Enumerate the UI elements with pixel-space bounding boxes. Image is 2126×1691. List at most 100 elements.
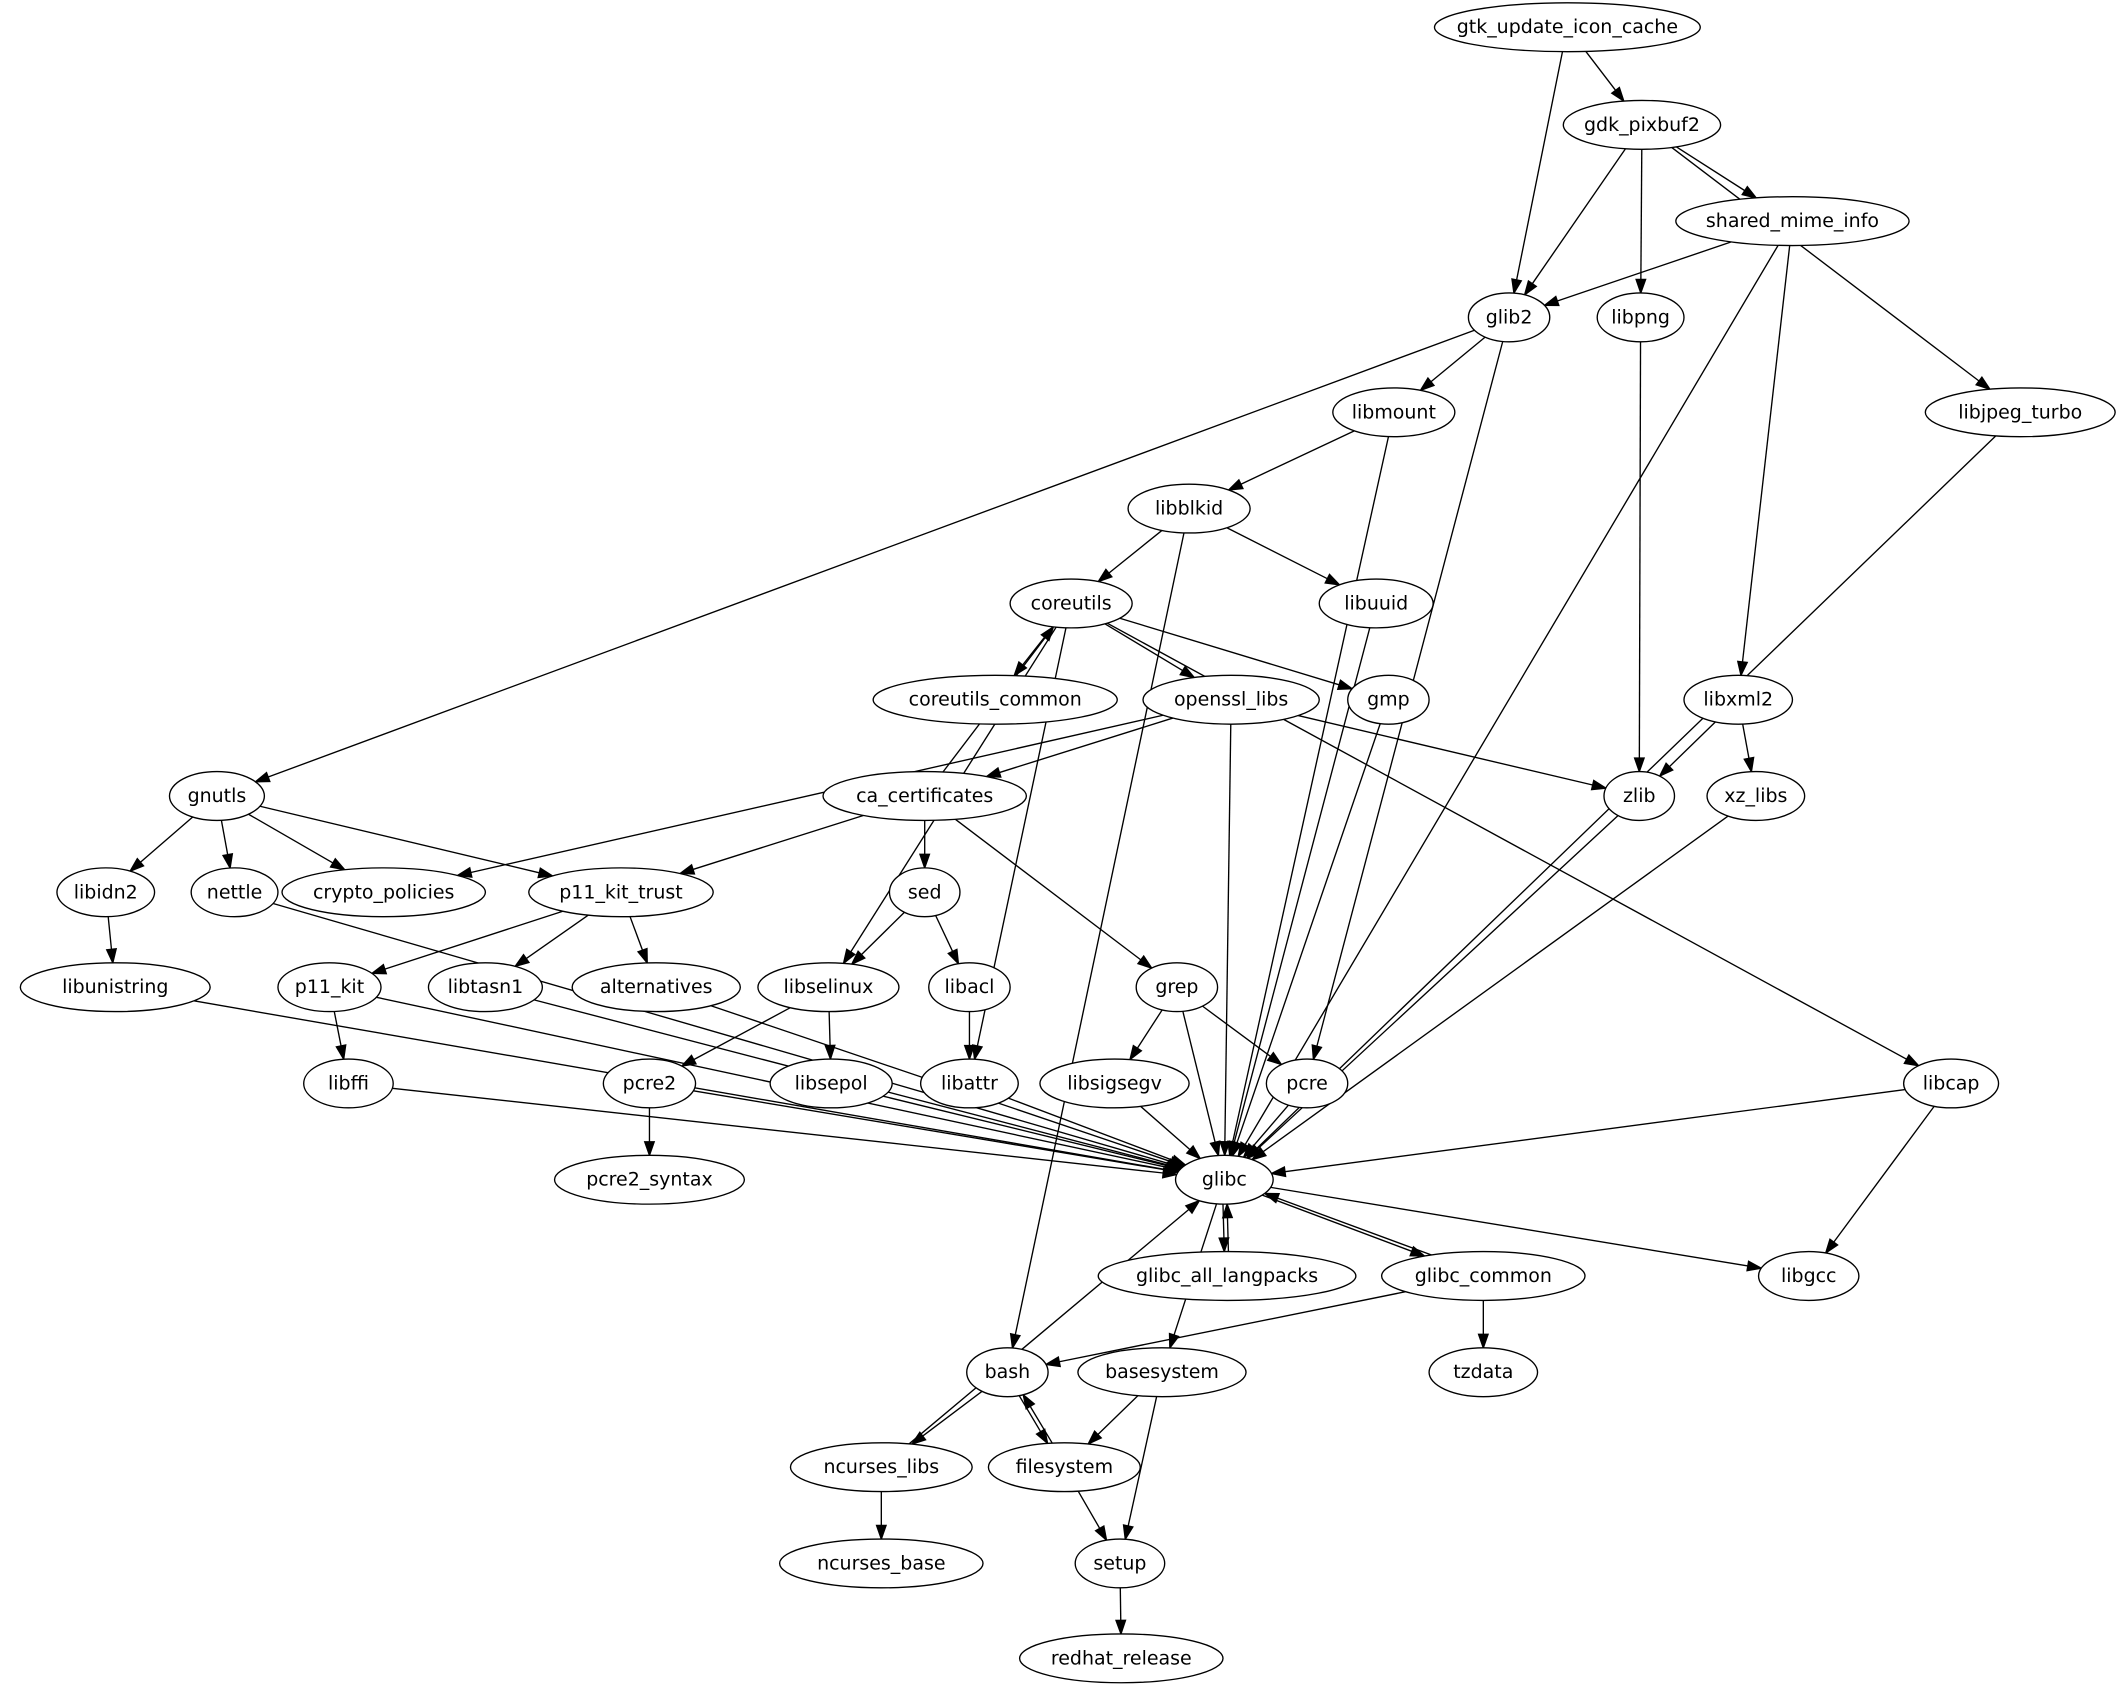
edge-line — [1557, 241, 1732, 302]
edge-line — [248, 813, 334, 864]
arrowhead-icon — [1635, 278, 1647, 296]
edge-line — [1515, 51, 1564, 280]
node-filesystem: filesystem — [987, 1442, 1141, 1493]
arrowhead-icon — [1115, 1619, 1127, 1636]
edge-line — [1226, 527, 1328, 580]
node-label: openssl_libs — [1174, 689, 1288, 711]
edge-p11_kit-to-libffi — [333, 1011, 347, 1062]
edge-openssl_libs-to-zlib — [1298, 714, 1608, 791]
arrowhead-icon — [1209, 1140, 1221, 1158]
edge-bash-to-filesystem — [1018, 1395, 1049, 1446]
node-ellipse — [281, 867, 487, 918]
edge-line — [1671, 146, 1980, 382]
node-label: nettle — [207, 881, 263, 903]
edge-line — [935, 915, 954, 952]
node-ellipse — [19, 962, 211, 1013]
edge-line — [1104, 623, 1184, 672]
node-label: pcre — [1286, 1072, 1328, 1094]
node-ellipse — [1018, 1633, 1224, 1684]
edge-glibc-to-libgcc — [1270, 1186, 1764, 1272]
edge-gtk_update_icon_cache-to-glib2 — [1511, 51, 1564, 296]
arrowhead-icon — [1658, 762, 1674, 778]
node-label: tzdata — [1453, 1361, 1513, 1383]
edge-line — [470, 714, 1164, 874]
node-ca_certificates: ca_certificates — [822, 770, 1028, 822]
node-ellipse — [1683, 674, 1794, 725]
arrowhead-icon — [1511, 278, 1523, 296]
arrowhead-icon — [910, 1431, 927, 1446]
edge-line — [1119, 617, 1340, 686]
arrowhead-icon — [1221, 1202, 1234, 1219]
node-libxml2: libxml2 — [1683, 674, 1794, 725]
edge-line — [1222, 1204, 1225, 1239]
edge-ncurses_libs-to-glibc — [908, 1199, 1201, 1445]
edge-line — [1298, 714, 1593, 786]
node-label: glibc_common — [1415, 1265, 1552, 1287]
node-ellipse — [427, 962, 544, 1013]
edge-glibc-to-glibc_common — [1262, 1194, 1427, 1257]
edge-p11_kit_trust-to-alternatives — [629, 916, 648, 965]
edge-line — [1018, 1395, 1042, 1433]
edge-libattr-to-glibc — [1008, 1097, 1188, 1166]
node-ellipse — [553, 1154, 746, 1205]
edge-gnutls-to-nettle — [220, 820, 234, 871]
arrowhead-icon — [1168, 1332, 1180, 1350]
node-libattr: libattr — [919, 1058, 1019, 1109]
node-ellipse — [190, 867, 279, 918]
arrowhead-icon — [1009, 1332, 1022, 1351]
arrowhead-icon — [253, 771, 271, 783]
edge-gtk_update_icon_cache-to-gdk_pixbuf2 — [1585, 50, 1626, 103]
edge-libffi-to-glibc — [392, 1087, 1179, 1179]
node-glib2: glib2 — [1467, 292, 1551, 343]
edges — [105, 50, 1997, 1636]
edge-line — [1231, 436, 1390, 1143]
node-ellipse — [872, 674, 1118, 725]
node-ellipse — [303, 1058, 394, 1109]
node-glibc_all_langpacks: glibc_all_langpacks — [1097, 1250, 1357, 1302]
edge-glibc_all_langpacks-to-glibc — [1221, 1202, 1234, 1252]
edge-shared_mime_info-to-libxml2 — [1736, 245, 1791, 678]
edge-line — [954, 818, 1142, 961]
edge-xz_libs-to-glibc — [1250, 815, 1729, 1161]
arrowhead-icon — [1096, 568, 1113, 583]
edge-libpng-to-zlib — [1633, 341, 1646, 774]
edge-line — [1531, 148, 1627, 285]
edge-filesystem-to-setup — [1077, 1490, 1108, 1542]
node-label: p11_kit — [295, 976, 364, 998]
arrowhead-icon — [1269, 1165, 1287, 1178]
node-label: xz_libs — [1724, 785, 1787, 807]
edge-line — [1059, 1291, 1406, 1363]
node-openssl_libs: openssl_libs — [1142, 674, 1320, 725]
node-p11_kit_trust: p11_kit_trust — [528, 867, 714, 918]
arrowhead-icon — [1022, 1392, 1036, 1410]
node-ellipse — [987, 1442, 1141, 1493]
edge-line — [1277, 1197, 1432, 1256]
node-pcre: pcre — [1265, 1058, 1349, 1109]
edge-sed-to-libselinux — [850, 911, 905, 966]
edge-line — [1270, 1186, 1748, 1267]
arrowhead-icon — [678, 863, 696, 875]
edge-line — [692, 814, 864, 871]
edge-libblkid-to-bash — [1009, 532, 1185, 1351]
arrowhead-icon — [1741, 185, 1758, 200]
node-grep: grep — [1135, 962, 1219, 1013]
edge-line — [1742, 723, 1750, 759]
edge-line — [883, 1095, 1168, 1167]
node-gnutls: gnutls — [168, 770, 266, 822]
edge-line — [1140, 1105, 1191, 1151]
arrowhead-icon — [1086, 1429, 1103, 1446]
edge-gdk_pixbuf2-to-libpng — [1635, 149, 1647, 296]
arrowhead-icon — [1903, 1053, 1921, 1067]
arrowhead-icon — [1975, 376, 1992, 391]
arrowhead-icon — [679, 1054, 698, 1068]
arrowhead-icon — [1311, 1044, 1323, 1062]
node-ellipse — [1009, 578, 1133, 629]
node-p11_kit: p11_kit — [277, 962, 382, 1013]
edge-filesystem-to-bash — [1022, 1392, 1053, 1444]
node-ellipse — [1675, 196, 1910, 247]
node-label: libcap — [1923, 1072, 1980, 1094]
edge-p11_kit_trust-to-libtasn1 — [513, 914, 589, 968]
edge-line — [1251, 1104, 1289, 1148]
node-label: zlib — [1623, 785, 1656, 807]
